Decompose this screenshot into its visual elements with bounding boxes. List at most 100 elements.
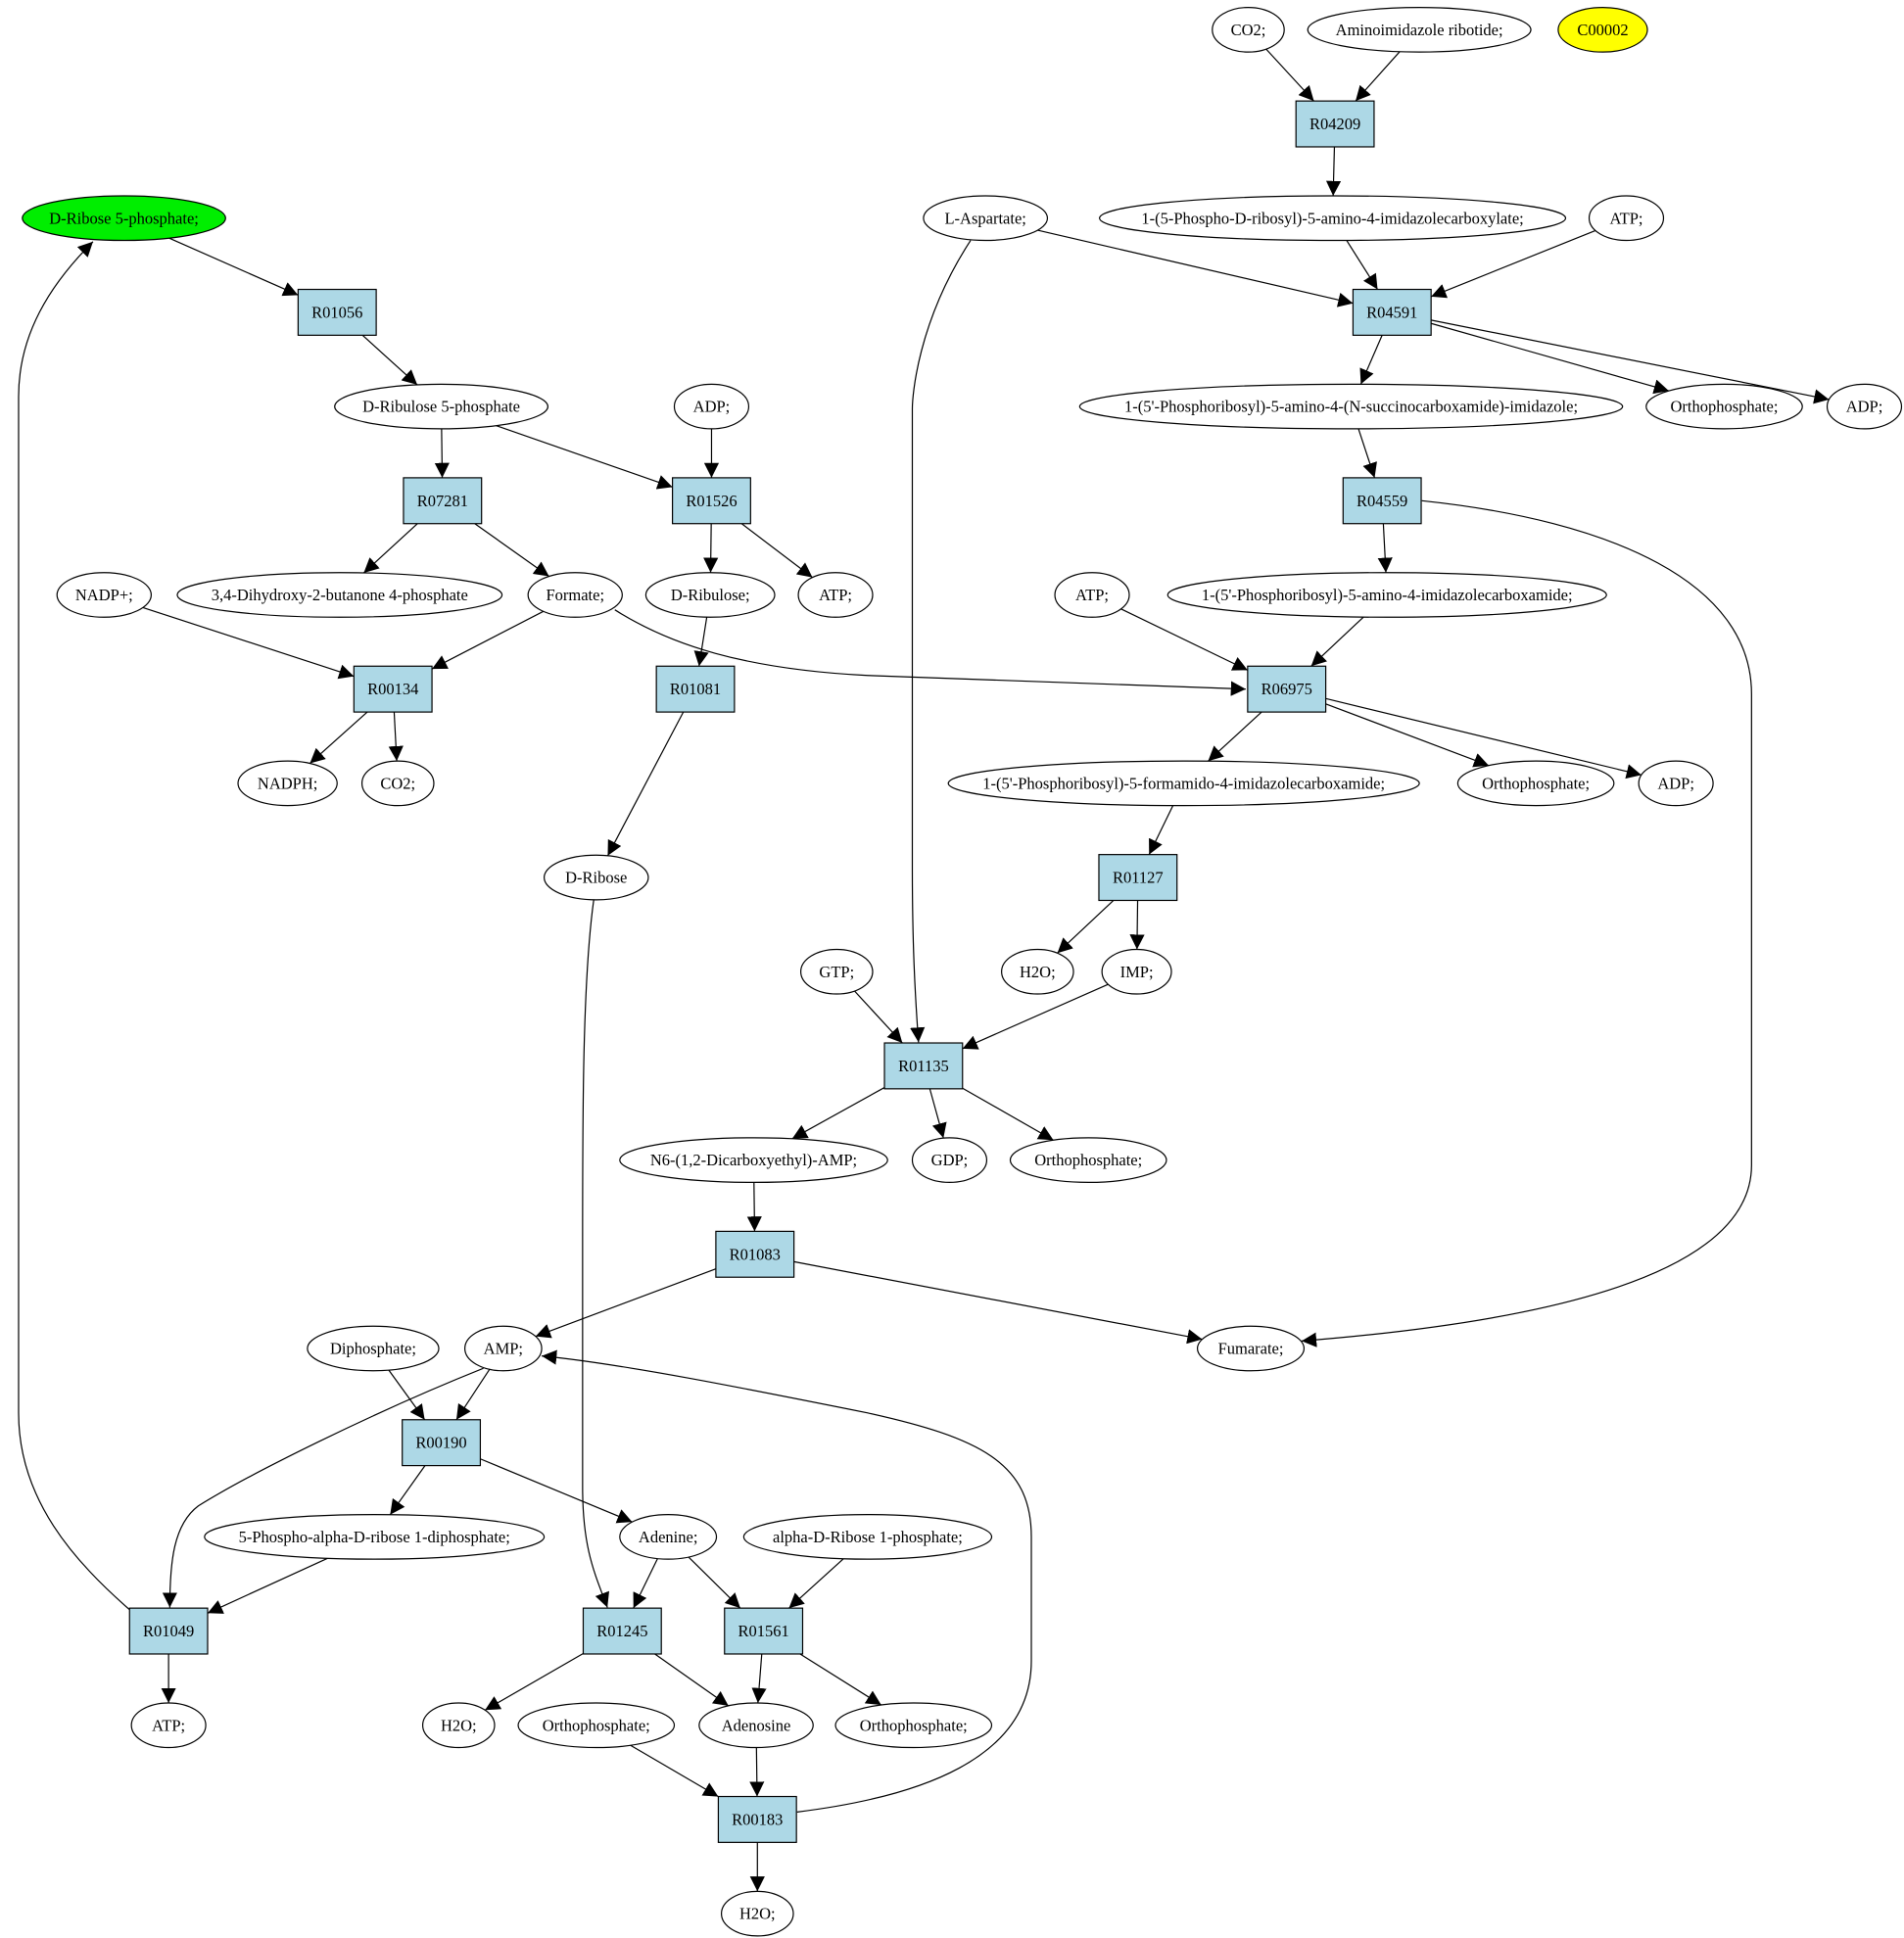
reaction-label: R01526 [686,492,737,510]
compound-node: ATP; [1054,572,1130,618]
compound-label: ADP; [1846,398,1883,416]
edge-r1p-to-R01561 [788,1558,844,1609]
reaction-node: R06975 [1247,665,1327,713]
edge-R01135-to-s_amp [791,1087,885,1140]
compound-ellipse [517,1702,676,1749]
edge-R01135-to-pi_c [962,1087,1054,1141]
reaction-node: R01127 [1098,854,1178,902]
edge-R06975-to-adp_c [1325,697,1642,780]
compound-label: 1-(5'-Phosphoribosyl)-5-amino-4-imidazol… [1202,586,1573,604]
compound-ellipse [1001,948,1074,995]
reaction-box [717,1795,797,1843]
edge-ribose-to-R01245 [582,899,610,1608]
edge-R01561-to-pi_e [799,1653,882,1706]
reaction-box [655,665,736,713]
edge-atp_c-to-R06975 [1120,608,1249,671]
reaction-node: R01135 [883,1042,964,1090]
compound-node: N6-(1,2-Dicarboxyethyl)-AMP; [619,1137,888,1184]
reaction-box [1295,100,1375,148]
edge-prpp-to-R01049 [207,1557,328,1614]
edge-adenine-to-R01245 [633,1558,658,1609]
edge-R01081-to-ribose [606,711,685,857]
compound-ellipse [527,572,623,618]
compound-label: 3,4-Dihydroxy-2-butanone 4-phosphate [212,586,468,604]
compound-label: 1-(5'-Phosphoribosyl)-5-amino-4-(N-succi… [1124,398,1578,416]
edge-R01127-to-imp [1129,900,1145,950]
compound-node: Diphosphate; [307,1325,440,1372]
compound-node: IMP; [1101,948,1172,995]
compound-label: L-Aspartate; [944,209,1025,227]
compound-ellipse [1009,1137,1167,1184]
reaction-box [1342,477,1422,525]
compound-node: D-Ribose [544,854,649,901]
compound-node: GTP; [799,948,874,995]
edge-atp_a-to-R04591 [1430,229,1596,299]
edge-R04591-to-saicar [1359,335,1383,385]
compound-node: Orthophosphate; [1456,760,1615,807]
reaction-box [402,1419,482,1467]
compound-node: Adenosine [698,1702,814,1749]
reaction-box [1352,288,1432,336]
edge-saicar-to-R04559 [1357,428,1377,479]
edge-imp-to-R01135 [962,983,1109,1050]
reaction-label: R01056 [311,303,362,321]
reaction-box [715,1230,795,1278]
compound-label: IMP; [1120,963,1154,981]
edge-R04559-to-aicar [1377,523,1393,573]
compound-label: Diphosphate; [330,1340,416,1358]
compound-node: L-Aspartate; [923,195,1049,242]
compound-ellipse [56,572,153,618]
compound-ellipse [204,1513,546,1560]
reaction-box [672,477,751,525]
edge-ru5p-to-R01526 [496,425,673,490]
compound-label: H2O; [739,1905,776,1923]
compound-ellipse [698,1702,814,1749]
compound-ellipse [799,948,874,995]
reaction-node: R01083 [715,1230,795,1278]
compound-node: H2O; [421,1702,496,1749]
edge-co2_a-to-R04209 [1265,48,1314,102]
compound-node: ATP; [1588,195,1665,242]
reaction-node: R04591 [1352,288,1432,336]
edge-R04559-to-fumarate [1301,499,1752,1347]
edge-adenosine-to-R00183 [749,1747,765,1797]
compound-label: GDP; [931,1151,969,1169]
edge-R00134-to-co2_b [388,712,404,762]
edge-R01526-to-atp_b [740,523,813,579]
compound-node: 1-(5'-Phosphoribosyl)-5-formamido-4-imid… [947,760,1420,807]
compound-ellipse [797,572,874,618]
compound-label: H2O; [441,1716,477,1734]
compound-ellipse [464,1325,543,1372]
edge-ribulose-to-R01081 [693,617,709,667]
compound-label: ATP; [819,586,852,604]
reaction-box [297,288,377,336]
reaction-label: R04559 [1357,492,1407,510]
edge-R00190-to-prpp [389,1465,426,1516]
compound-ellipse [544,854,649,901]
compound-ellipse [619,1137,888,1184]
edge-s_amp-to-R01083 [746,1182,762,1232]
compound-node: D-Ribose 5-phosphate; [22,195,226,242]
edge-R00183-to-amp [542,1349,1032,1813]
compound-ellipse [1099,195,1567,242]
compound-label: D-Ribulose; [671,586,750,604]
edge-R07281-to-formate [474,523,549,578]
compound-node: ATP; [797,572,874,618]
compound-ellipse [619,1513,718,1560]
reaction-label: R01049 [143,1622,194,1640]
compound-node: 1-(5'-Phosphoribosyl)-5-amino-4-(N-succi… [1078,383,1624,430]
reaction-box [128,1607,209,1655]
edges-layer [18,48,1830,1892]
compound-label: CO2; [1231,21,1266,39]
compound-ellipse [360,760,435,807]
compound-label: 1-(5-Phospho-D-ribosyl)-5-amino-4-imidaz… [1141,209,1523,227]
edge-diphos-to-R00190 [388,1369,426,1421]
compound-label: ADP; [693,398,731,416]
compound-ellipse [1638,760,1714,807]
compound-node: Formate; [527,572,623,618]
reaction-label: R00134 [367,680,418,698]
compound-ellipse [947,760,1420,807]
compound-node: C00002 [1557,6,1648,53]
edge-air-to-R04209 [1355,51,1401,102]
compound-label: H2O; [1020,963,1056,981]
